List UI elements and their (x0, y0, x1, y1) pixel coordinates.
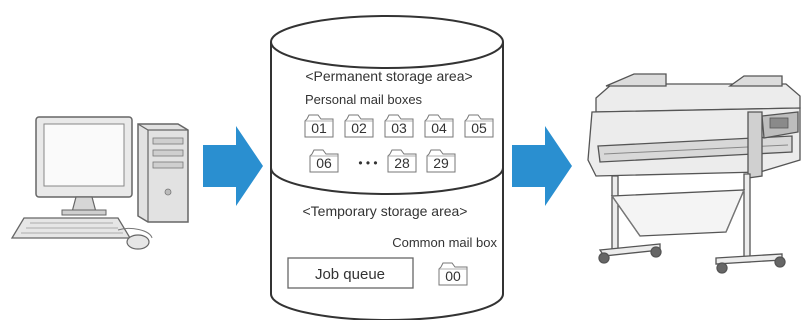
mailbox-06: 06 (309, 149, 339, 173)
storage-cylinder (270, 15, 504, 321)
mailbox-29: 29 (426, 149, 456, 173)
arrow-right-icon (203, 126, 263, 206)
job-queue-box (287, 257, 414, 289)
svg-text:05: 05 (471, 120, 487, 136)
svg-text:29: 29 (433, 155, 449, 171)
job-queue-label: Job queue (315, 266, 385, 283)
mailbox-ellipsis: • • • (358, 156, 377, 170)
personal-mailboxes-label: Personal mail boxes (305, 92, 423, 107)
mailbox-28: 28 (387, 149, 417, 173)
mailbox-00: 00 (438, 262, 468, 286)
mailbox-05: 05 (464, 114, 494, 138)
mailbox-01: 01 (304, 114, 334, 138)
svg-text:28: 28 (394, 155, 410, 171)
svg-text:03: 03 (391, 120, 407, 136)
svg-text:02: 02 (351, 120, 367, 136)
svg-text:06: 06 (316, 155, 332, 171)
common-mailbox-label: Common mail box (392, 235, 497, 250)
arrow-right-icon (512, 126, 572, 206)
temporary-area-label: <Temporary storage area> (303, 203, 468, 219)
computer-icon (10, 116, 189, 250)
svg-text:00: 00 (445, 268, 461, 284)
mailbox-02: 02 (344, 114, 374, 138)
mailbox-03: 03 (384, 114, 414, 138)
mailbox-04: 04 (424, 114, 454, 138)
printer-icon (587, 73, 801, 274)
svg-text:01: 01 (311, 120, 327, 136)
permanent-area-label: <Permanent storage area> (305, 68, 472, 84)
svg-text:04: 04 (431, 120, 447, 136)
